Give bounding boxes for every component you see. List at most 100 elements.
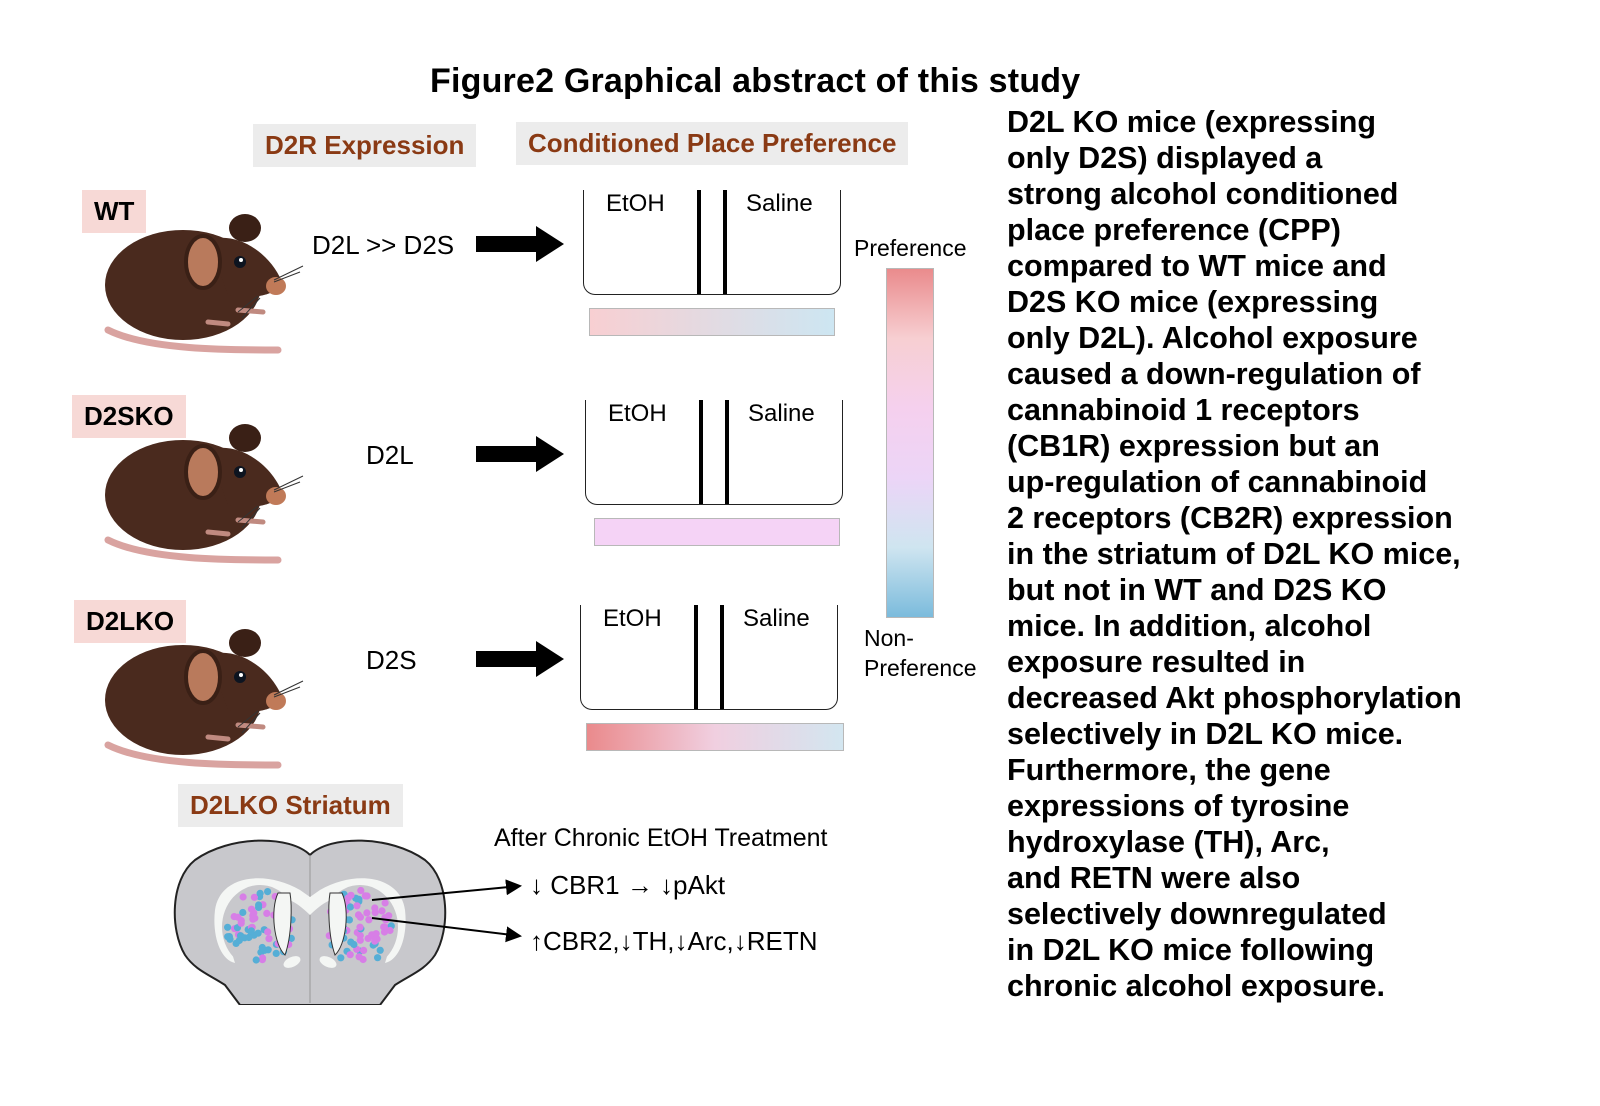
- right-arrow-icon: [476, 436, 564, 472]
- neuron-dot: [255, 901, 263, 909]
- header-d2r-expression: D2R Expression: [253, 124, 477, 167]
- cpp-preference-bar: [589, 308, 835, 336]
- summary-line: in D2L KO mice following: [1007, 933, 1375, 967]
- neuron-dot: [347, 891, 355, 899]
- neuron-dot: [371, 937, 379, 945]
- neuron-dot: [346, 903, 354, 911]
- summary-line: (CB1R) expression but an: [1007, 429, 1380, 463]
- mouse-nose: [266, 277, 286, 295]
- neuron-dot: [353, 902, 361, 910]
- mouse-ear: [184, 649, 222, 705]
- neuron-dot: [263, 909, 271, 917]
- neuron-dot: [361, 892, 369, 900]
- neuron-dot: [355, 895, 363, 903]
- neuron-dot: [350, 940, 358, 949]
- finding-text: Arc,: [687, 926, 734, 956]
- genotype-label: D2SKO: [72, 395, 186, 438]
- neuron-dot: [364, 934, 372, 943]
- summary-line: hydroxylase (TH), Arc,: [1007, 825, 1330, 859]
- chamber-divider: [699, 400, 703, 504]
- neuron-dot: [355, 953, 363, 961]
- mouse-ear-back: [229, 214, 261, 242]
- summary-line: only D2S) displayed a: [1007, 141, 1323, 175]
- neuron-dot: [250, 909, 258, 917]
- summary-line: selectively in D2L KO mice.: [1007, 717, 1404, 751]
- finding-text: CBR1 →: [550, 870, 653, 900]
- neuron-dot: [365, 916, 373, 924]
- neuron-dot: [224, 923, 232, 931]
- summary-line: only D2L). Alcohol exposure: [1007, 321, 1418, 355]
- summary-line: but not in WT and D2S KO: [1007, 573, 1387, 607]
- neuron-dot: [356, 913, 364, 921]
- mouse-nose: [266, 692, 286, 710]
- chamber-divider: [725, 400, 729, 504]
- neuron-dot: [249, 915, 257, 923]
- up-arrow-icon: ↑: [530, 926, 543, 956]
- neuron-dot: [337, 954, 345, 962]
- mouse-ear-back: [229, 424, 261, 452]
- down-arrow-icon: ↓: [530, 870, 543, 900]
- neuron-dot: [356, 923, 364, 931]
- mouse-ear: [184, 234, 222, 290]
- chamber-divider: [720, 605, 724, 709]
- scale-top-label: Preference: [854, 235, 967, 261]
- neuron-dot: [245, 933, 253, 942]
- summary-line: selectively downregulated: [1007, 897, 1387, 931]
- finding-text: pAkt: [673, 870, 726, 900]
- mouse-illustration: [104, 424, 304, 564]
- mouse-tail: [104, 326, 282, 354]
- scale-bottom-line2: Preference: [864, 655, 977, 681]
- cpp-chamber: EtOH Saline: [585, 400, 843, 505]
- neuron-dot: [376, 946, 384, 954]
- right-arrow-icon: [476, 226, 564, 262]
- d2r-expression-label: D2L >> D2S: [312, 230, 455, 260]
- neuron-dot: [371, 909, 379, 917]
- summary-line: D2L KO mice (expressing: [1007, 105, 1376, 139]
- finding-cbr1-pakt: ↓ CBR1 → ↓pAkt: [530, 870, 725, 901]
- neuron-dot: [230, 913, 238, 921]
- finding-cbr2-th-arc-retn: ↑CBR2,↓TH,↓Arc,↓RETN: [530, 926, 817, 957]
- ventricle-right: [328, 892, 347, 956]
- striatum-pointer-arrows: [371, 879, 522, 943]
- chamber-divider: [723, 190, 727, 294]
- chamber-saline-label: Saline: [748, 400, 815, 427]
- down-arrow-icon: ↓: [619, 926, 633, 956]
- neuron-dot: [226, 935, 234, 943]
- header-cpp: Conditioned Place Preference: [516, 122, 909, 165]
- scale-bottom-line1: Non-: [864, 625, 914, 651]
- summary-line: mice. In addition, alcohol: [1007, 609, 1372, 643]
- neuron-dot: [254, 929, 262, 937]
- down-arrow-icon: ↓: [733, 926, 747, 956]
- chamber-divider: [697, 190, 701, 294]
- summary-line: Furthermore, the gene: [1007, 753, 1331, 787]
- neuron-dot: [237, 919, 245, 927]
- mouse-eye: [234, 466, 246, 478]
- summary-line: compared to WT mice and: [1007, 249, 1387, 283]
- mouse-ear: [184, 444, 222, 500]
- summary-line: exposure resulted in: [1007, 645, 1306, 679]
- neuron-dot: [239, 908, 247, 917]
- treatment-label: After Chronic EtOH Treatment: [494, 824, 828, 852]
- neuron-dot: [272, 949, 280, 957]
- down-arrow-icon: ↓: [660, 870, 674, 900]
- mouse-eye: [234, 256, 246, 268]
- chamber-divider: [694, 605, 698, 709]
- chamber-etoh-label: EtOH: [606, 190, 665, 217]
- neuron-dot: [381, 899, 389, 907]
- neuron-dot: [264, 888, 272, 896]
- d2r-expression-label: D2S: [366, 645, 417, 675]
- neuron-dot: [346, 951, 354, 959]
- neuron-dot: [357, 886, 365, 895]
- preference-scale-bar: [886, 268, 934, 618]
- summary-line: D2S KO mice (expressing: [1007, 285, 1379, 319]
- summary-line: chronic alcohol exposure.: [1007, 969, 1385, 1003]
- finding-text: RETN: [746, 926, 818, 956]
- ventricle-left: [273, 892, 292, 956]
- summary-line: place preference (CPP): [1007, 213, 1341, 247]
- right-arrow-icon: [476, 641, 564, 677]
- summary-line: strong alcohol conditioned: [1007, 177, 1399, 211]
- chamber-etoh-label: EtOH: [608, 400, 667, 427]
- neuron-dot: [252, 956, 260, 964]
- cpp-chamber: EtOH Saline: [583, 190, 841, 295]
